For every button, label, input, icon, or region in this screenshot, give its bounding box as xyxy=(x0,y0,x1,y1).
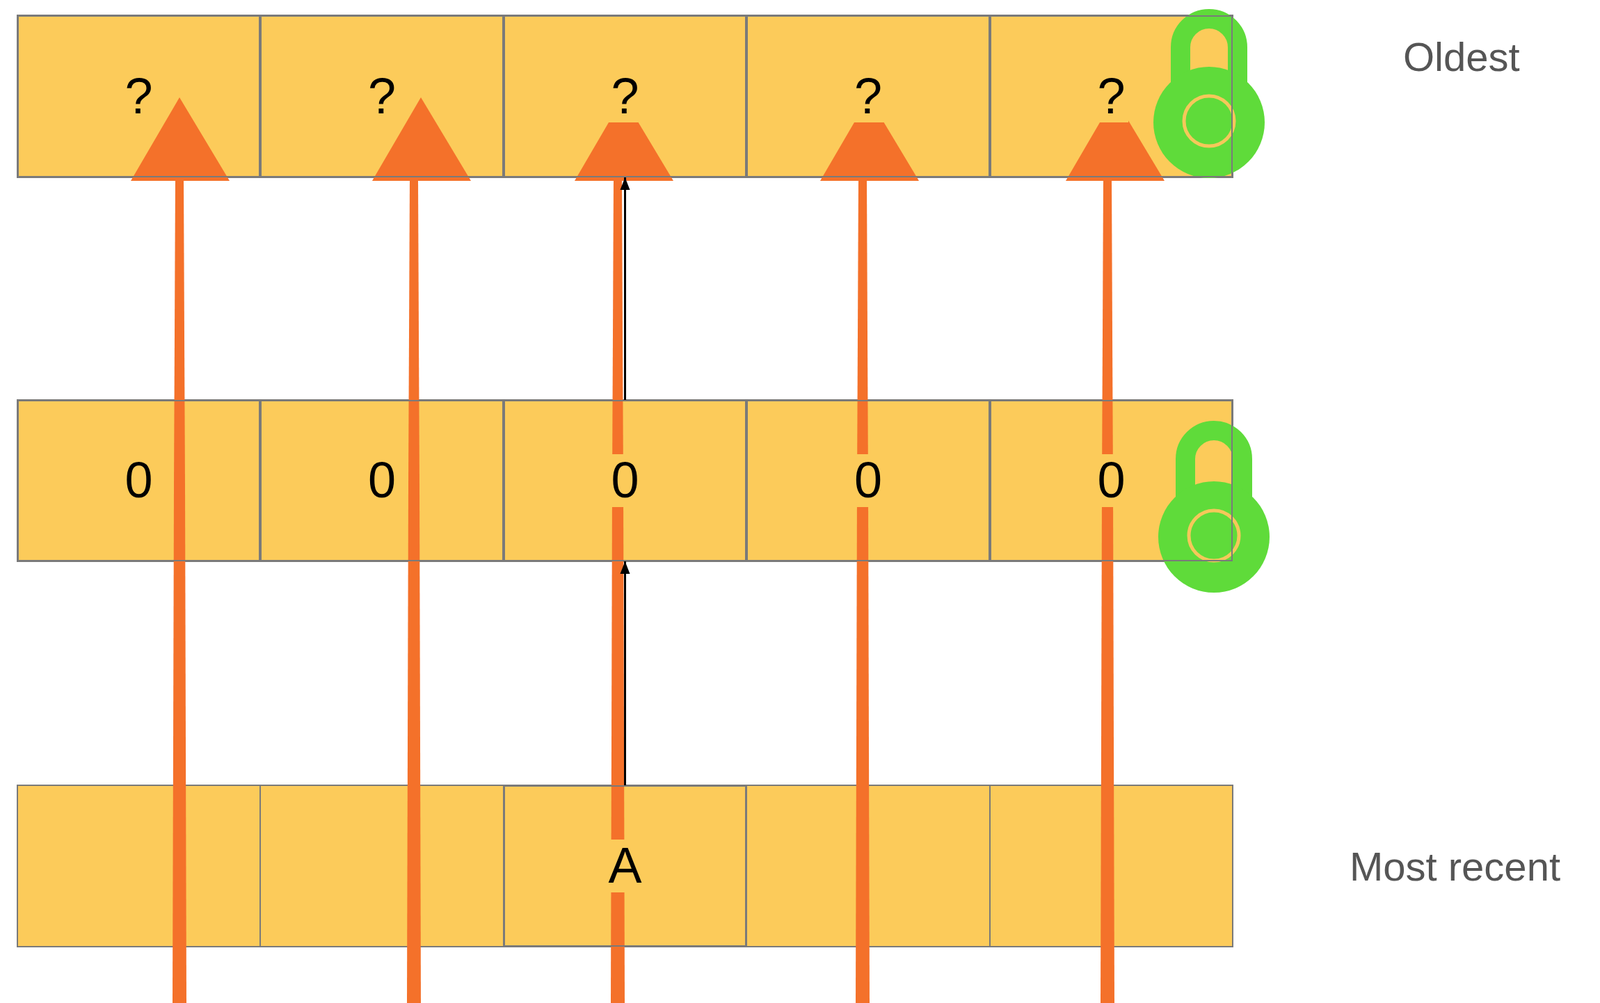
lock-icon xyxy=(1153,18,1265,179)
pointer-arrow xyxy=(620,177,631,400)
memory-cell: ? xyxy=(503,15,747,178)
cell-value: ? xyxy=(121,70,156,124)
cell-value: 0 xyxy=(121,454,156,508)
memory-cell: 0 xyxy=(503,400,747,562)
memory-cell: ? xyxy=(260,15,504,178)
row-label: Oldest xyxy=(1403,33,1520,80)
cell-value: ? xyxy=(365,70,399,124)
cell-value: ? xyxy=(608,70,642,124)
cell-value: 0 xyxy=(1094,454,1128,508)
cell-value: A xyxy=(605,839,645,893)
memory-cell: 0 xyxy=(746,400,990,562)
cell-value: 0 xyxy=(365,454,399,508)
cell-value: 0 xyxy=(851,454,885,508)
lock-icon xyxy=(1158,430,1270,593)
cell-value: 0 xyxy=(608,454,642,508)
cell-value: ? xyxy=(1094,70,1128,124)
memory-cell: 0 xyxy=(260,400,504,562)
pointer-arrow xyxy=(620,561,631,786)
memory-cell: A xyxy=(503,785,747,947)
memory-cell: ? xyxy=(989,15,1233,178)
memory-cell: ? xyxy=(746,15,990,178)
cell-value: ? xyxy=(851,70,885,124)
memory-cell: ? xyxy=(17,15,261,178)
row-label: Most recent xyxy=(1349,843,1561,890)
memory-cell: 0 xyxy=(989,400,1233,562)
memory-cell: 0 xyxy=(17,400,261,562)
